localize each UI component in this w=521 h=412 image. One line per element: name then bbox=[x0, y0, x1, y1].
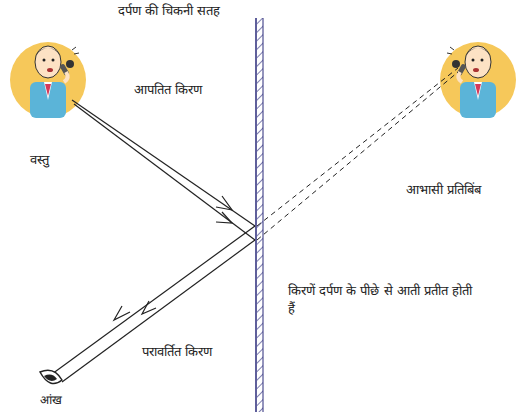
virtual-rays bbox=[257, 68, 458, 240]
mirror-back bbox=[263, 18, 264, 412]
mirror-surface-label: दर्पण की चिकनी सतह bbox=[116, 2, 222, 20]
mirror-hatching bbox=[257, 18, 263, 412]
virtual-image-label: आभासी प्रतिबिंब bbox=[404, 181, 483, 199]
virtual-image-figure bbox=[440, 42, 516, 118]
eye-label-wrap: आंख bbox=[38, 390, 88, 408]
reflected-ray-label-wrap: परावर्तित किरण bbox=[140, 342, 250, 361]
virtual-image-label-wrap: आभासी प्रतिबिंब bbox=[404, 180, 518, 199]
object-label-wrap: वस्तु bbox=[28, 150, 88, 169]
eye-symbol bbox=[40, 370, 62, 383]
reflected-rays bbox=[52, 226, 255, 382]
note-label: किरणें दर्पण के पीछे से आती प्रतीत होती … bbox=[286, 282, 476, 317]
incident-ray-label-wrap: आपतित किरण bbox=[132, 80, 242, 99]
incident-rays bbox=[72, 100, 255, 240]
mirror-surface bbox=[255, 18, 257, 412]
object-figure bbox=[10, 42, 86, 118]
incident-ray-label: आपतित किरण bbox=[132, 81, 204, 99]
mirror-surface-label-wrap: दर्पण की चिकनी सतह bbox=[116, 1, 256, 20]
eye-label: आंख bbox=[38, 392, 64, 408]
note-label-wrap: किरणें दर्पण के पीछे से आती प्रतीत होती … bbox=[286, 282, 476, 317]
object-label: वस्तु bbox=[28, 151, 51, 169]
reflected-ray-label: परावर्तित किरण bbox=[140, 343, 214, 361]
